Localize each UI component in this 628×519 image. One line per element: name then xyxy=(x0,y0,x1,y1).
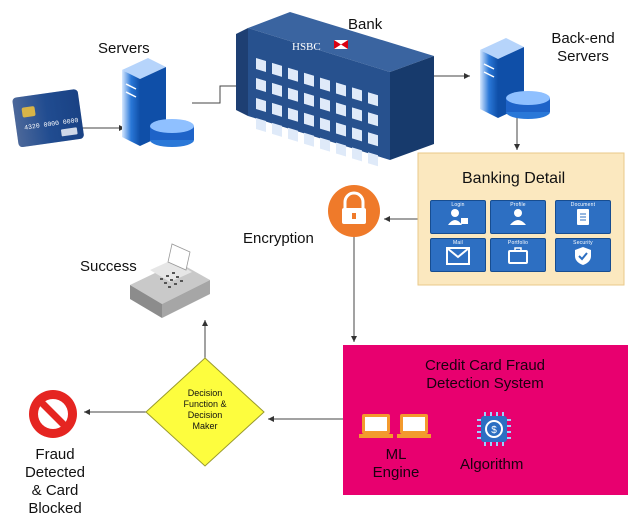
fraud-system-title: Credit Card Fraud Detection System xyxy=(424,357,546,392)
bank-label: Bank xyxy=(348,16,383,33)
bank-window xyxy=(320,97,330,112)
ml-engine-label: ML Engine xyxy=(372,446,420,481)
mail-icon xyxy=(446,247,470,265)
tile-login-label: Login xyxy=(451,202,465,208)
bank-window xyxy=(304,92,314,107)
user-icon xyxy=(510,209,526,225)
bank-window xyxy=(368,92,378,107)
bank-window xyxy=(304,72,314,87)
tile-login[interactable]: Login xyxy=(430,200,486,234)
algorithm-label: Algorithm xyxy=(460,456,524,473)
prohibited-icon xyxy=(29,390,77,438)
bank-window xyxy=(336,142,346,157)
tile-document-label: Document xyxy=(570,202,596,208)
tile-security[interactable]: Security xyxy=(555,238,611,272)
cash-register-icon xyxy=(130,243,210,318)
decision-diamond xyxy=(145,357,265,467)
tile-portfolio[interactable]: Portfolio xyxy=(490,238,546,272)
bank-window xyxy=(352,87,362,102)
bank-window xyxy=(272,122,282,137)
bank-window xyxy=(368,132,378,147)
tile-mail-label: Mail xyxy=(453,240,463,246)
bank-window xyxy=(336,102,346,117)
svg-text:$: $ xyxy=(491,425,497,436)
user-lock-icon xyxy=(448,209,468,225)
connectors xyxy=(77,73,520,422)
banking-detail-title: Banking Detail xyxy=(462,170,566,187)
bank-windows xyxy=(256,58,378,167)
shield-icon xyxy=(575,247,591,265)
tile-mail[interactable]: Mail xyxy=(430,238,486,272)
tile-profile-label: Profile xyxy=(510,202,526,208)
svg-text:HSBC: HSBC xyxy=(292,41,321,53)
bank-window xyxy=(336,122,346,137)
bank-window xyxy=(352,127,362,142)
hsbc-logo: HSBC xyxy=(292,40,348,53)
bank-window xyxy=(288,67,298,82)
encryption-label: Encryption xyxy=(243,230,314,247)
bank-window xyxy=(352,147,362,162)
bank-window xyxy=(256,78,266,92)
backend-servers-label: Back-end Servers xyxy=(551,30,615,65)
tile-profile[interactable]: Profile xyxy=(490,200,546,234)
decision-label: Decision Function & Decision Maker xyxy=(183,388,227,431)
bank-window xyxy=(288,107,298,122)
bank-window xyxy=(288,127,298,142)
bank-window xyxy=(352,107,362,122)
briefcase-icon xyxy=(508,247,528,264)
bank-window xyxy=(272,62,282,77)
bank-window xyxy=(256,58,266,72)
bank-window xyxy=(256,98,266,112)
bank-window xyxy=(272,102,282,117)
arrow-servers-to-bank xyxy=(192,83,248,104)
tile-document[interactable]: Document xyxy=(555,200,611,234)
server-icon xyxy=(122,58,194,147)
bank-window xyxy=(304,112,314,127)
bank-window xyxy=(304,132,314,147)
chip-icon: $ xyxy=(477,412,511,446)
tile-security-label: Security xyxy=(573,240,593,246)
bank-window xyxy=(320,137,330,152)
servers-label: Servers xyxy=(98,40,150,57)
bank-window xyxy=(368,152,378,167)
lock-icon xyxy=(328,185,380,237)
tile-portfolio-label: Portfolio xyxy=(507,240,529,246)
bank-window xyxy=(288,87,298,102)
bank-window xyxy=(272,82,282,97)
document-icon xyxy=(577,209,589,225)
fraud-blocked-label: Fraud Detected & Card Blocked xyxy=(24,446,86,517)
backend-server-icon xyxy=(480,38,550,119)
laptop-icon xyxy=(397,414,431,438)
bank-window xyxy=(368,112,378,127)
laptop-icon xyxy=(359,414,393,438)
success-label: Success xyxy=(80,258,137,275)
bank-window xyxy=(320,117,330,132)
credit-card-icon: 4320 0000 0000 0000 xyxy=(12,89,98,147)
bank-window xyxy=(320,77,330,92)
bank-window xyxy=(256,118,266,132)
bank-window xyxy=(336,82,346,97)
